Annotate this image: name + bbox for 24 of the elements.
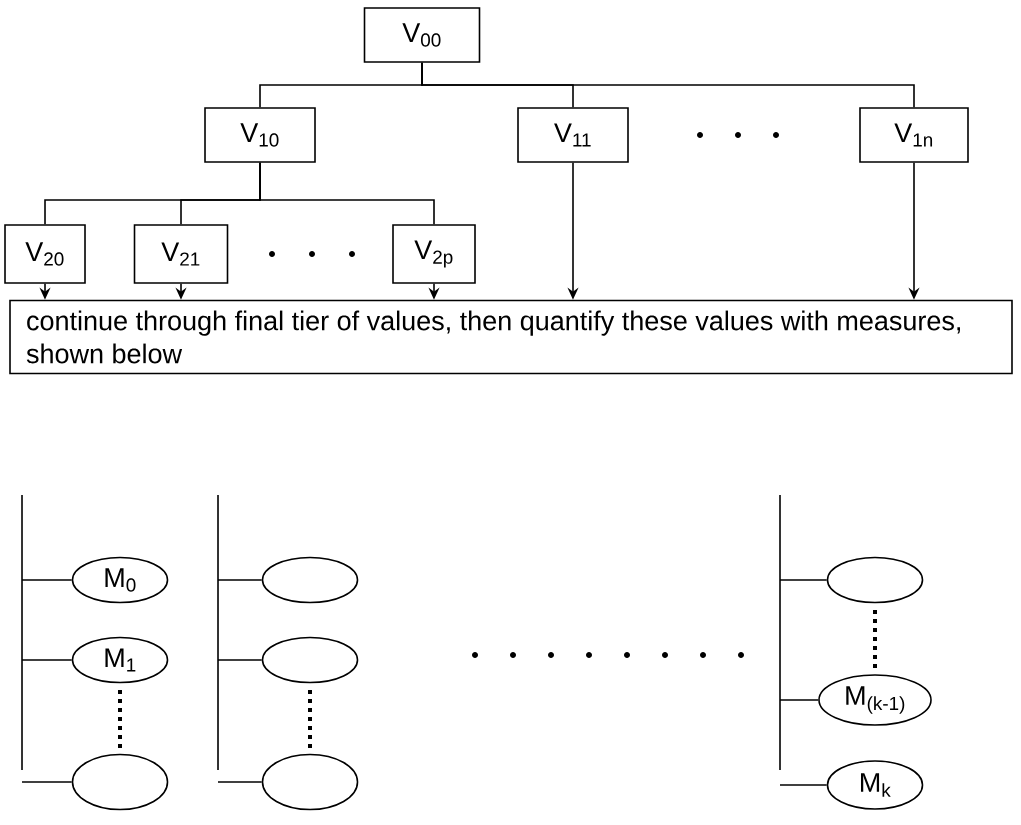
text-box: continue through final tier of values, then quantify these values with measures, shown below xyxy=(9,299,1013,375)
tick-line xyxy=(779,579,828,581)
measure-ellipse xyxy=(261,636,359,684)
tick-line xyxy=(21,579,73,581)
tick-line xyxy=(217,781,263,783)
tree-line xyxy=(259,162,435,225)
value-box: V$_{2p}$ xyxy=(392,224,476,284)
tick-line xyxy=(217,579,263,581)
value-box: V$_{1n}$ xyxy=(859,107,969,163)
value-box: V$_{10}$ xyxy=(204,107,316,163)
value-box: V$_{11}$ xyxy=(517,107,629,163)
tick-line xyxy=(21,659,73,661)
value-box: V$_{21}$ xyxy=(133,224,229,284)
measure-ellipse xyxy=(261,753,359,811)
measure-ellipse xyxy=(826,556,924,604)
tick-line xyxy=(779,699,819,701)
value-box: V$_{00}$ xyxy=(363,7,481,63)
tick-line xyxy=(779,784,828,786)
value-box: V$_{20}$ xyxy=(4,224,86,284)
tick-line xyxy=(217,659,263,661)
tick-line xyxy=(21,781,73,783)
measure-ellipse xyxy=(71,753,169,811)
measure-ellipse xyxy=(261,556,359,604)
tree-line xyxy=(421,62,915,108)
